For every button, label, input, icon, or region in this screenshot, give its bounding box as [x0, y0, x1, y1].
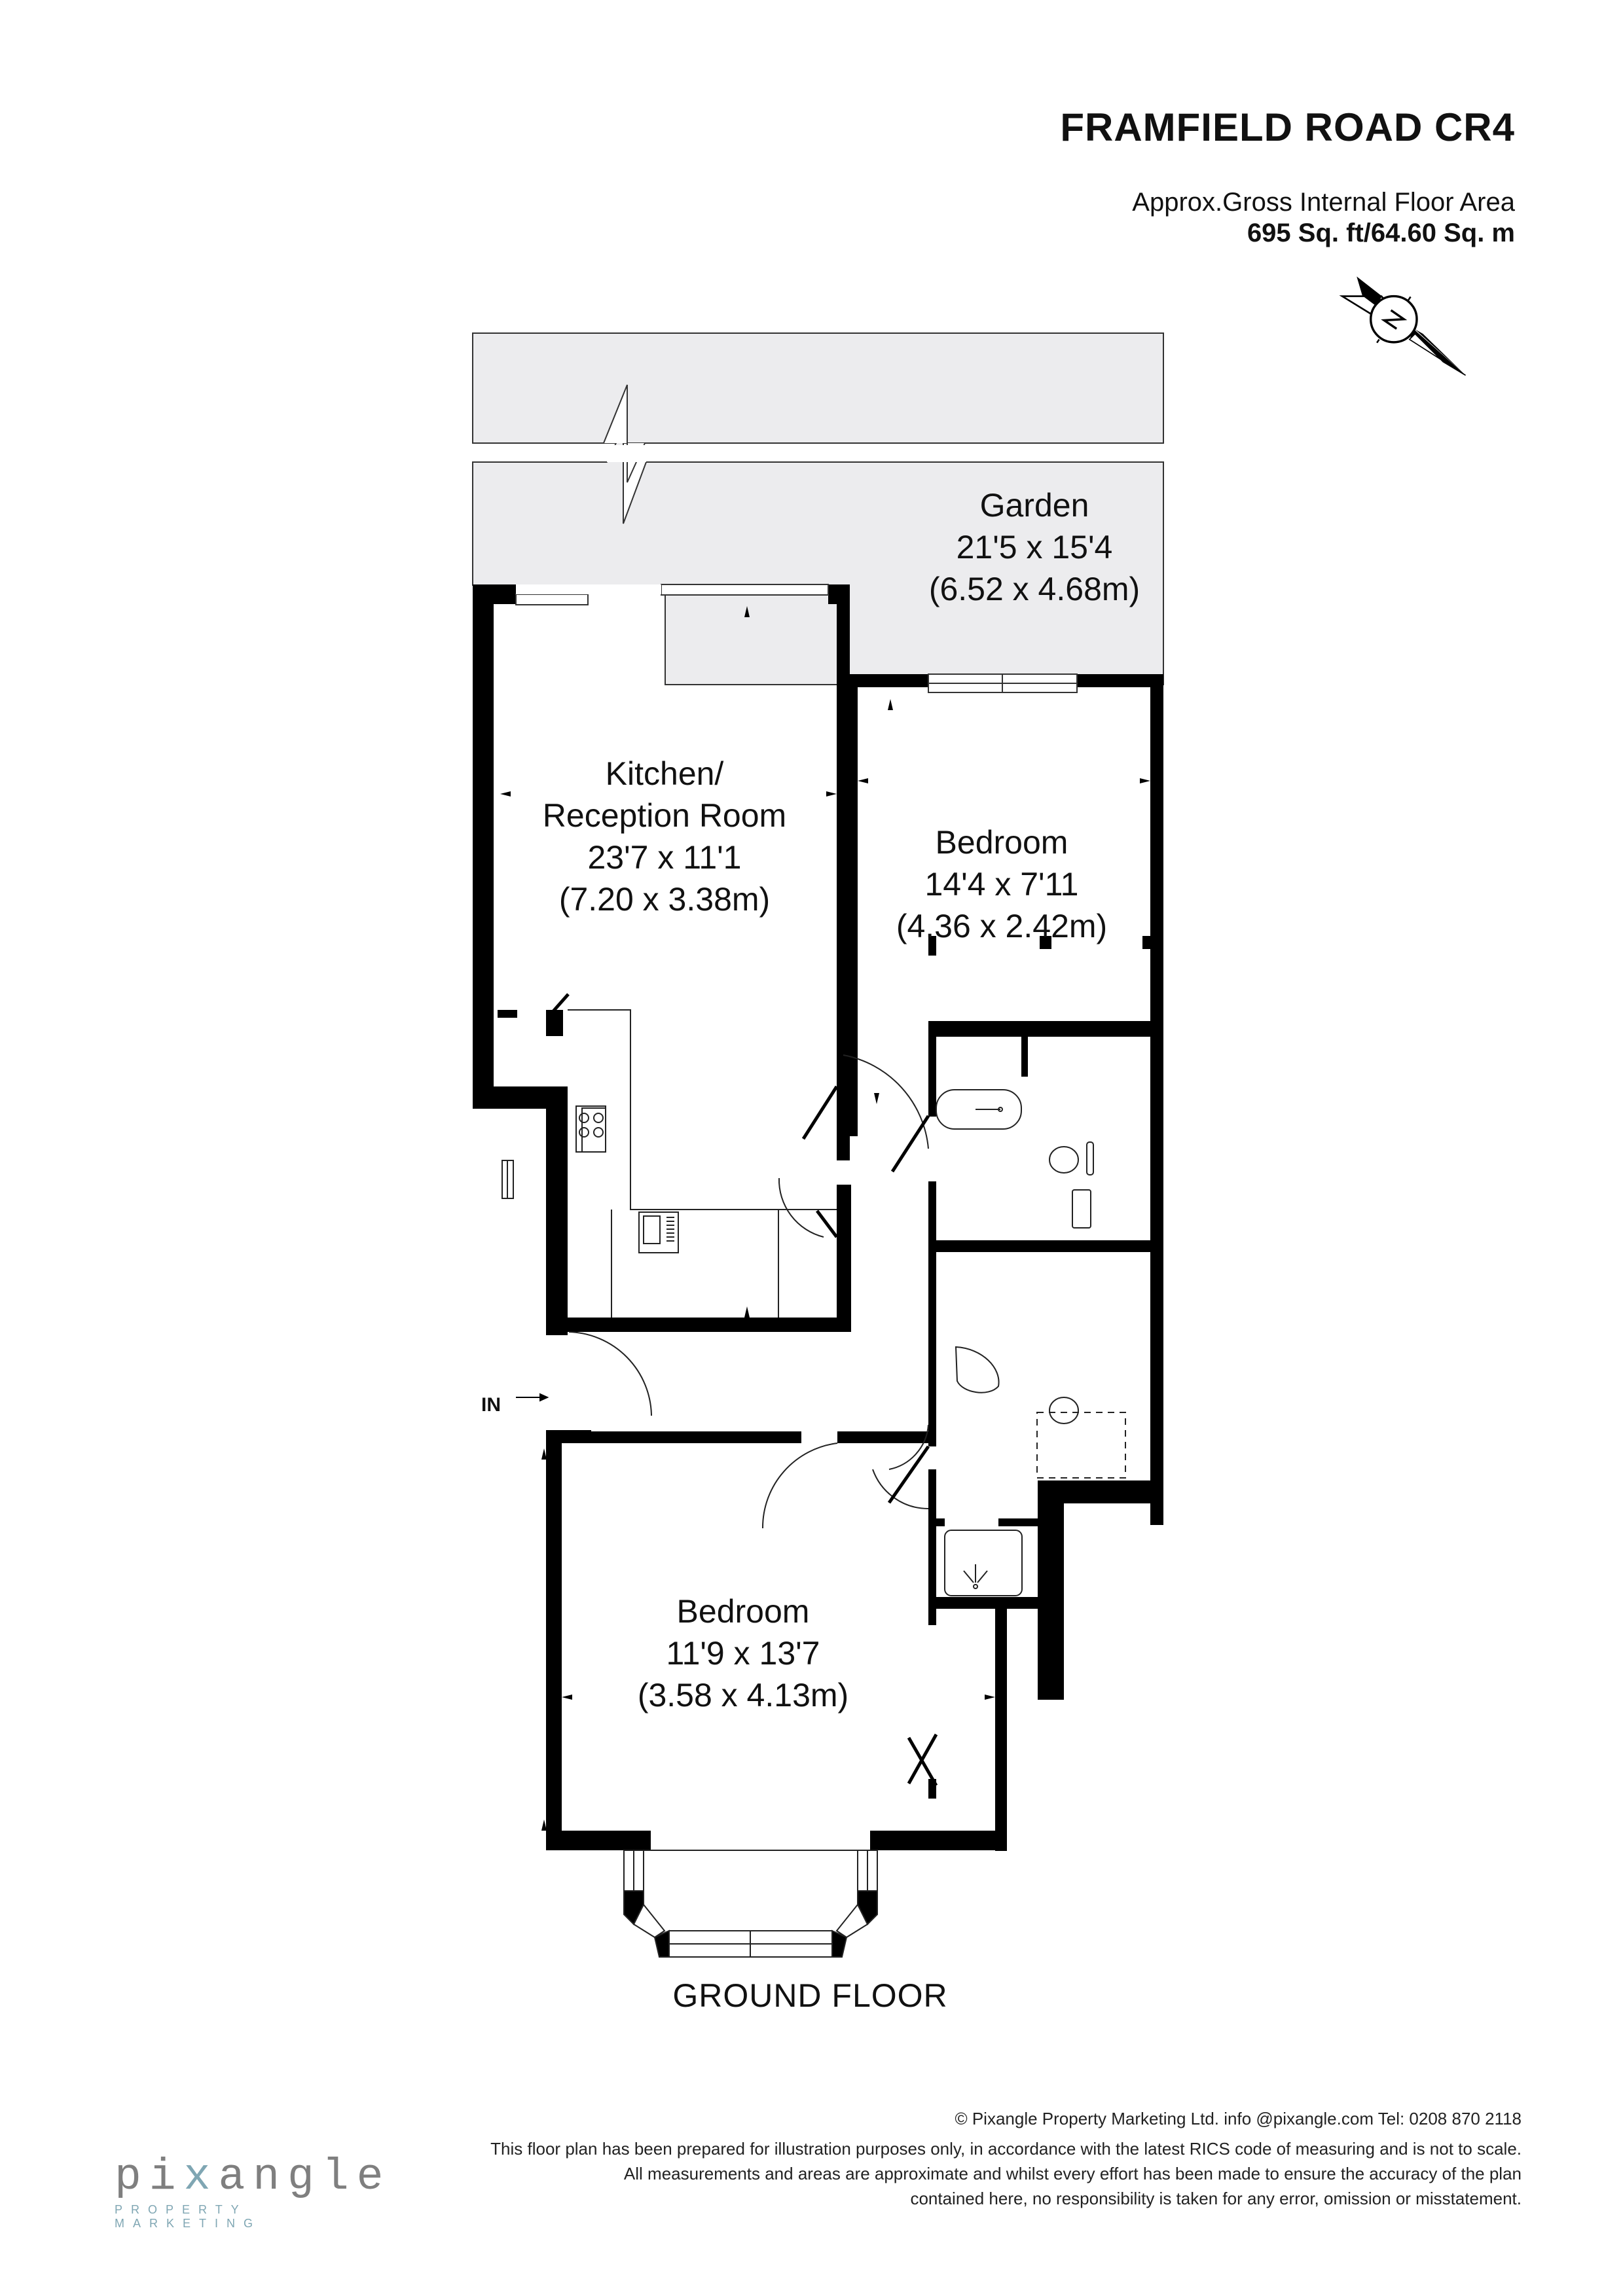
- room-name-line2: Reception Room: [542, 797, 787, 834]
- room-name-line1: Kitchen/: [605, 755, 724, 792]
- hob-icon: [575, 1105, 606, 1153]
- room-dimensions-imperial: 21'5 x 15'4: [956, 529, 1113, 565]
- room-dimensions-imperial: 11'9 x 13'7: [666, 1635, 820, 1672]
- disclaimer-line-3: contained here, no responsibility is tak…: [910, 2189, 1522, 2208]
- floor-name: GROUND FLOOR: [672, 1977, 948, 2014]
- bay-window: [623, 1850, 878, 1958]
- door-leaves: [552, 993, 938, 1787]
- sliding-door: [515, 584, 829, 605]
- disclaimer-line-2: All measurements and areas are approxima…: [623, 2164, 1522, 2183]
- north-arrow-icon: [1339, 276, 1467, 376]
- room-label-garden: Garden 21'5 x 15'4 (6.52 x 4.68m): [903, 484, 1165, 610]
- shower-icon: [944, 1530, 1023, 1596]
- door-swings: [568, 1054, 929, 1529]
- room-label-kitchen-reception: Kitchen/ Reception Room 23'7 x 11'1 (7.2…: [511, 753, 818, 920]
- logo-text-x: x: [183, 2152, 219, 2202]
- room-dimensions-metric: (3.58 x 4.13m): [637, 1677, 849, 1713]
- logo-text-post: angle: [218, 2152, 392, 2202]
- window-kitchen-side: [501, 1160, 514, 1199]
- toilet-icon: [1049, 1141, 1094, 1175]
- property-title: FRAMFIELD ROAD CR4: [1060, 105, 1515, 149]
- kitchen-counter: [568, 1009, 837, 1318]
- copyright-text: © Pixangle Property Marketing Ltd. info …: [955, 2109, 1522, 2128]
- window-bedroom1: [928, 673, 1078, 693]
- entrance-label: IN: [481, 1394, 501, 1416]
- room-label-bedroom-2: Bedroom 11'9 x 13'7 (3.58 x 4.13m): [589, 1590, 897, 1716]
- entrance-arrow-icon: [516, 1393, 549, 1402]
- plan-header: FRAMFIELD ROAD CR4 Approx.Gross Internal…: [1060, 105, 1515, 248]
- room-name: Bedroom: [935, 824, 1068, 861]
- logo-text-pre: pi: [115, 2152, 184, 2202]
- bathtub-icon: [936, 1089, 1022, 1130]
- room-dimensions-metric: (4.36 x 2.42m): [896, 908, 1108, 944]
- area-label: Approx.Gross Internal Floor Area: [1132, 188, 1515, 217]
- room-dimensions-imperial: 23'7 x 11'1: [587, 839, 742, 876]
- room-label-bedroom-1: Bedroom 14'4 x 7'11 (4.36 x 2.42m): [864, 821, 1139, 947]
- walls: [473, 584, 1163, 1851]
- footer: © Pixangle Property Marketing Ltd. info …: [490, 2106, 1522, 2211]
- room-dimensions-metric: (6.52 x 4.68m): [928, 571, 1140, 607]
- room-name: Garden: [979, 487, 1089, 524]
- kitchen-sink-icon: [638, 1211, 679, 1253]
- logo-wordmark: pixangle: [115, 2155, 390, 2200]
- area-value: 695 Sq. ft/64.60 Sq. m: [1247, 219, 1515, 247]
- garden-area: [472, 332, 1164, 685]
- disclaimer-line-1: This floor plan has been prepared for il…: [490, 2139, 1522, 2159]
- wc-toilet-icon: [955, 1346, 1126, 1479]
- floor-label: GROUND FLOOR: [0, 1977, 1623, 2015]
- basin-icon: [1072, 1189, 1091, 1229]
- logo-tagline: PROPERTY MARKETING: [115, 2203, 262, 2230]
- room-dimensions-imperial: 14'4 x 7'11: [924, 866, 1079, 903]
- room-dimensions-metric: (7.20 x 3.38m): [558, 881, 771, 918]
- room-name: Bedroom: [676, 1593, 810, 1630]
- pixangle-logo: pixangle PROPERTY MARKETING: [115, 2155, 390, 2231]
- dimension-markers: [500, 606, 1150, 1831]
